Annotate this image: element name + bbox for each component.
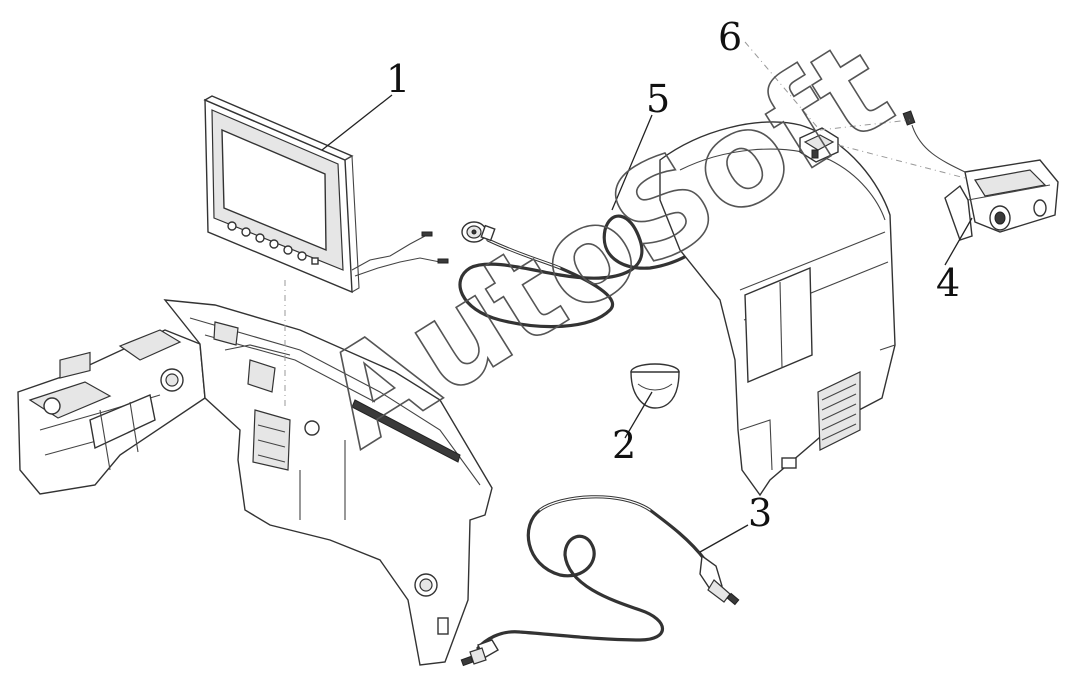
cab-rear-panel — [659, 121, 896, 497]
round-connector-left — [461, 221, 496, 243]
rca-plug-left — [460, 639, 499, 667]
callout-5: 5 — [646, 77, 670, 121]
callout-1: 1 — [386, 57, 410, 101]
leader-lines — [321, 41, 973, 553]
callout-4: 4 — [936, 261, 960, 305]
callout-labels: 1 2 3 4 5 6 — [386, 15, 960, 535]
rear-camera-part — [902, 110, 1059, 241]
callout-3: 3 — [748, 491, 772, 535]
rca-plug-right — [699, 554, 740, 606]
extension-cable-part — [460, 495, 740, 667]
bracket-part — [799, 127, 839, 163]
monitor-part — [203, 95, 449, 410]
callout-2: 2 — [612, 423, 636, 467]
dome-camera-part — [630, 363, 680, 409]
callout-6: 6 — [718, 15, 742, 59]
dashboard-illustration — [17, 299, 493, 666]
